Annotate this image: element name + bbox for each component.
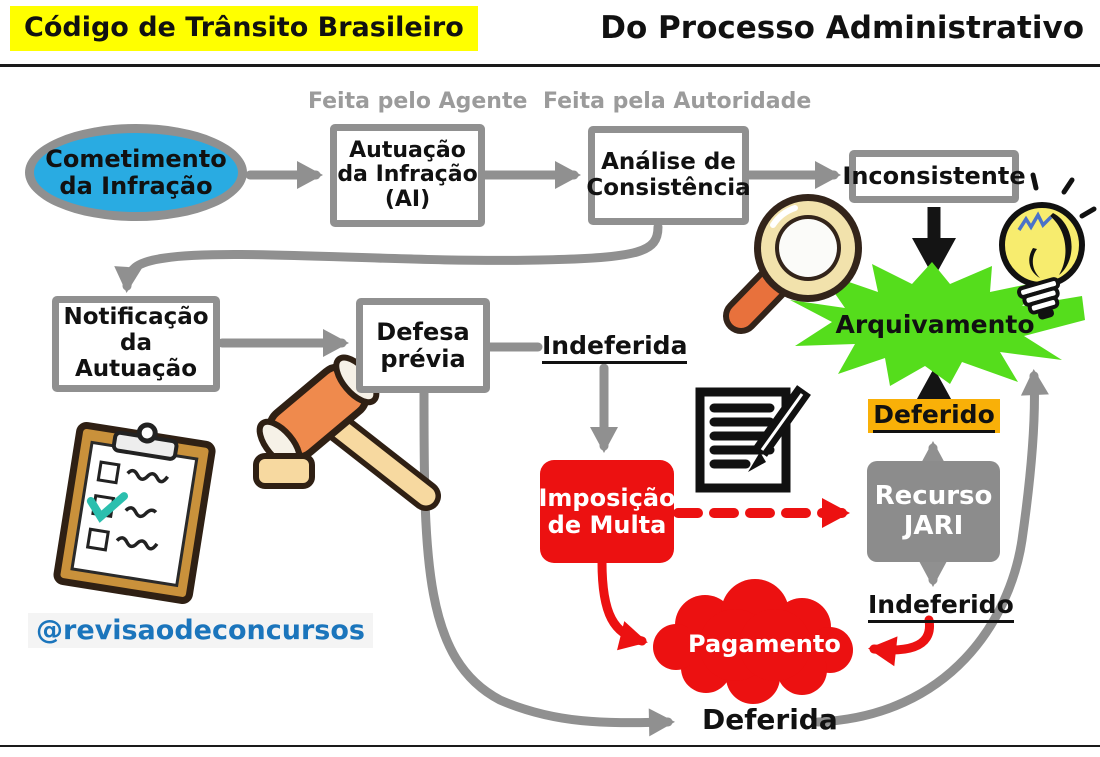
connector-imposicao-to-pagamento — [597, 557, 648, 651]
arquivamento-starburst — [790, 262, 1085, 386]
gray-connectors — [114, 161, 1049, 737]
node-line: Autuação — [349, 137, 466, 163]
node-cometimento-infracao: Cometimento da Infração — [25, 124, 247, 221]
document-pen-icon — [695, 385, 811, 493]
label-indeferida: Indeferida — [542, 331, 688, 364]
pagamento-cloud — [653, 579, 853, 704]
node-line: da Autuação — [74, 330, 198, 382]
footer-divider — [0, 745, 1100, 747]
badge-label: Deferido — [873, 400, 995, 433]
node-line: Consistência — [586, 174, 751, 201]
node-line: Cometimento — [45, 144, 227, 173]
node-line: Inconsistente — [842, 162, 1026, 191]
node-line: Análise de — [601, 148, 736, 175]
node-line: prévia — [380, 344, 466, 373]
header-divider — [0, 64, 1100, 67]
node-line: da Infração — [59, 171, 213, 200]
node-defesa-previa: Defesa prévia — [356, 298, 490, 393]
node-line: Imposição — [538, 483, 676, 512]
node-line: Notificação — [63, 304, 209, 331]
page-title-left: Código de Trânsito Brasileiro — [10, 6, 478, 51]
page-title-right: Do Processo Administrativo — [600, 10, 1084, 46]
red-connectors — [597, 498, 934, 667]
node-line: JARI — [903, 510, 964, 541]
lightbulb-icon — [995, 172, 1097, 320]
node-pagamento: Pagamento — [688, 630, 841, 658]
connector-indeferido-to-pagamento — [868, 615, 934, 667]
label-deferida: Deferida — [702, 703, 838, 736]
label-made-by-agent: Feita pelo Agente — [308, 89, 528, 114]
connector-defesa-to-deferida — [419, 388, 675, 737]
clipboard-icon — [53, 421, 216, 604]
node-line: de Multa — [547, 510, 667, 539]
node-autuacao-infracao: Autuação da Infração (AI) — [330, 124, 485, 227]
label-indeferido: Indeferido — [868, 590, 1014, 623]
node-line: Recurso — [874, 481, 993, 512]
social-handle: @revisaodeconcursos — [28, 613, 373, 648]
magnifier-icon — [723, 194, 862, 334]
node-imposicao-multa: Imposição de Multa — [538, 460, 676, 563]
node-line: Defesa — [376, 317, 470, 346]
node-inconsistente: Inconsistente — [842, 150, 1026, 203]
label-made-by-authority: Feita pela Autoridade — [543, 89, 812, 114]
node-notificacao-autuacao: Notificação da Autuação — [52, 296, 220, 392]
connector-deferida-to-arquivamento — [813, 369, 1049, 727]
connector-analise-to-notificacao — [114, 222, 663, 293]
node-line: da Infração — [337, 162, 478, 188]
badge-deferido: Deferido — [868, 399, 1000, 433]
node-analise-consistencia: Análise de Consistência — [586, 126, 751, 225]
node-recurso-jari: Recurso JARI — [867, 461, 1000, 562]
node-line: (AI) — [384, 186, 431, 212]
node-arquivamento: Arquivamento — [835, 310, 1035, 339]
